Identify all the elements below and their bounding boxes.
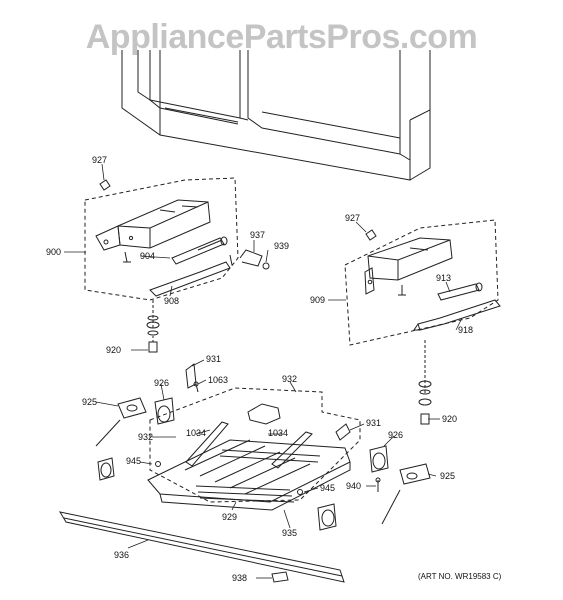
cabinet-outline — [121, 50, 431, 181]
callout-929: 929 — [222, 512, 238, 522]
callout-926-left: 926 — [154, 378, 170, 388]
callout-939: 939 — [274, 241, 290, 251]
callout-900: 900 — [46, 247, 62, 257]
left-clip-937 — [239, 249, 270, 270]
right-cap-927 — [365, 229, 377, 241]
base-pan-932 — [147, 439, 351, 511]
left-roller-925 — [95, 397, 147, 447]
screw-940 — [375, 477, 381, 492]
art-number: (ART NO. WR19583 C) — [418, 572, 502, 581]
callout-913: 913 — [436, 273, 452, 283]
left-assembly-dashed-box — [84, 177, 239, 301]
right-assembly-dashed-box — [344, 219, 499, 346]
right-lower-caster — [317, 503, 337, 531]
screw-945-right — [297, 489, 303, 495]
callout-940: 940 — [346, 481, 362, 491]
callout-918: 918 — [458, 325, 474, 335]
right-rail-1034 — [271, 431, 313, 469]
left-hinge-bracket — [95, 199, 211, 263]
callout-936: 936 — [114, 550, 130, 560]
screw-945-left — [155, 461, 161, 467]
callout-927-left: 927 — [92, 155, 108, 165]
right-hinge-bracket — [364, 237, 453, 296]
right-roller-925 — [381, 463, 431, 525]
grille-936 — [58, 511, 345, 583]
left-cap-927 — [99, 179, 111, 191]
callout-945-right: 945 — [320, 483, 336, 493]
coil-929 — [195, 449, 321, 503]
callout-945-left: 945 — [126, 456, 142, 466]
watermark-text: AppliancePartsPros.com — [85, 18, 478, 56]
callout-932-left: 932 — [138, 432, 154, 442]
screw-938 — [271, 571, 289, 583]
callout-932-top: 932 — [282, 374, 298, 384]
callout-904: 904 — [140, 251, 156, 261]
callout-938: 938 — [232, 573, 248, 583]
callout-909: 909 — [310, 295, 326, 305]
leader-lines — [64, 163, 463, 579]
callout-920-right: 920 — [442, 414, 458, 424]
callout-931-left: 931 — [206, 354, 222, 364]
right-caster-926 — [369, 445, 389, 473]
callout-1034-right: 1034 — [268, 428, 289, 438]
right-spring-rod — [413, 282, 501, 331]
left-caster-926 — [154, 397, 175, 425]
callout-931-right: 931 — [366, 418, 382, 428]
callout-1063: 1063 — [208, 375, 229, 385]
right-pin-washers — [418, 340, 432, 425]
left-lower-caster — [97, 457, 115, 481]
left-spring-rod — [149, 236, 233, 297]
callout-920-left: 920 — [106, 345, 122, 355]
callout-1034-left: 1034 — [186, 428, 207, 438]
callout-926-right: 926 — [388, 430, 404, 440]
clip-931-right — [335, 423, 351, 441]
callout-927-right: 927 — [345, 213, 361, 223]
callout-925-right: 925 — [440, 471, 456, 481]
callout-935: 935 — [282, 528, 298, 538]
center-bracket — [247, 403, 281, 425]
callout-937: 937 — [250, 230, 266, 240]
base-frame-dashed — [149, 387, 361, 503]
callout-908: 908 — [164, 296, 180, 306]
left-pin-washers — [146, 300, 160, 353]
callout-925-left: 925 — [82, 397, 98, 407]
left-rail-1034 — [185, 421, 229, 467]
